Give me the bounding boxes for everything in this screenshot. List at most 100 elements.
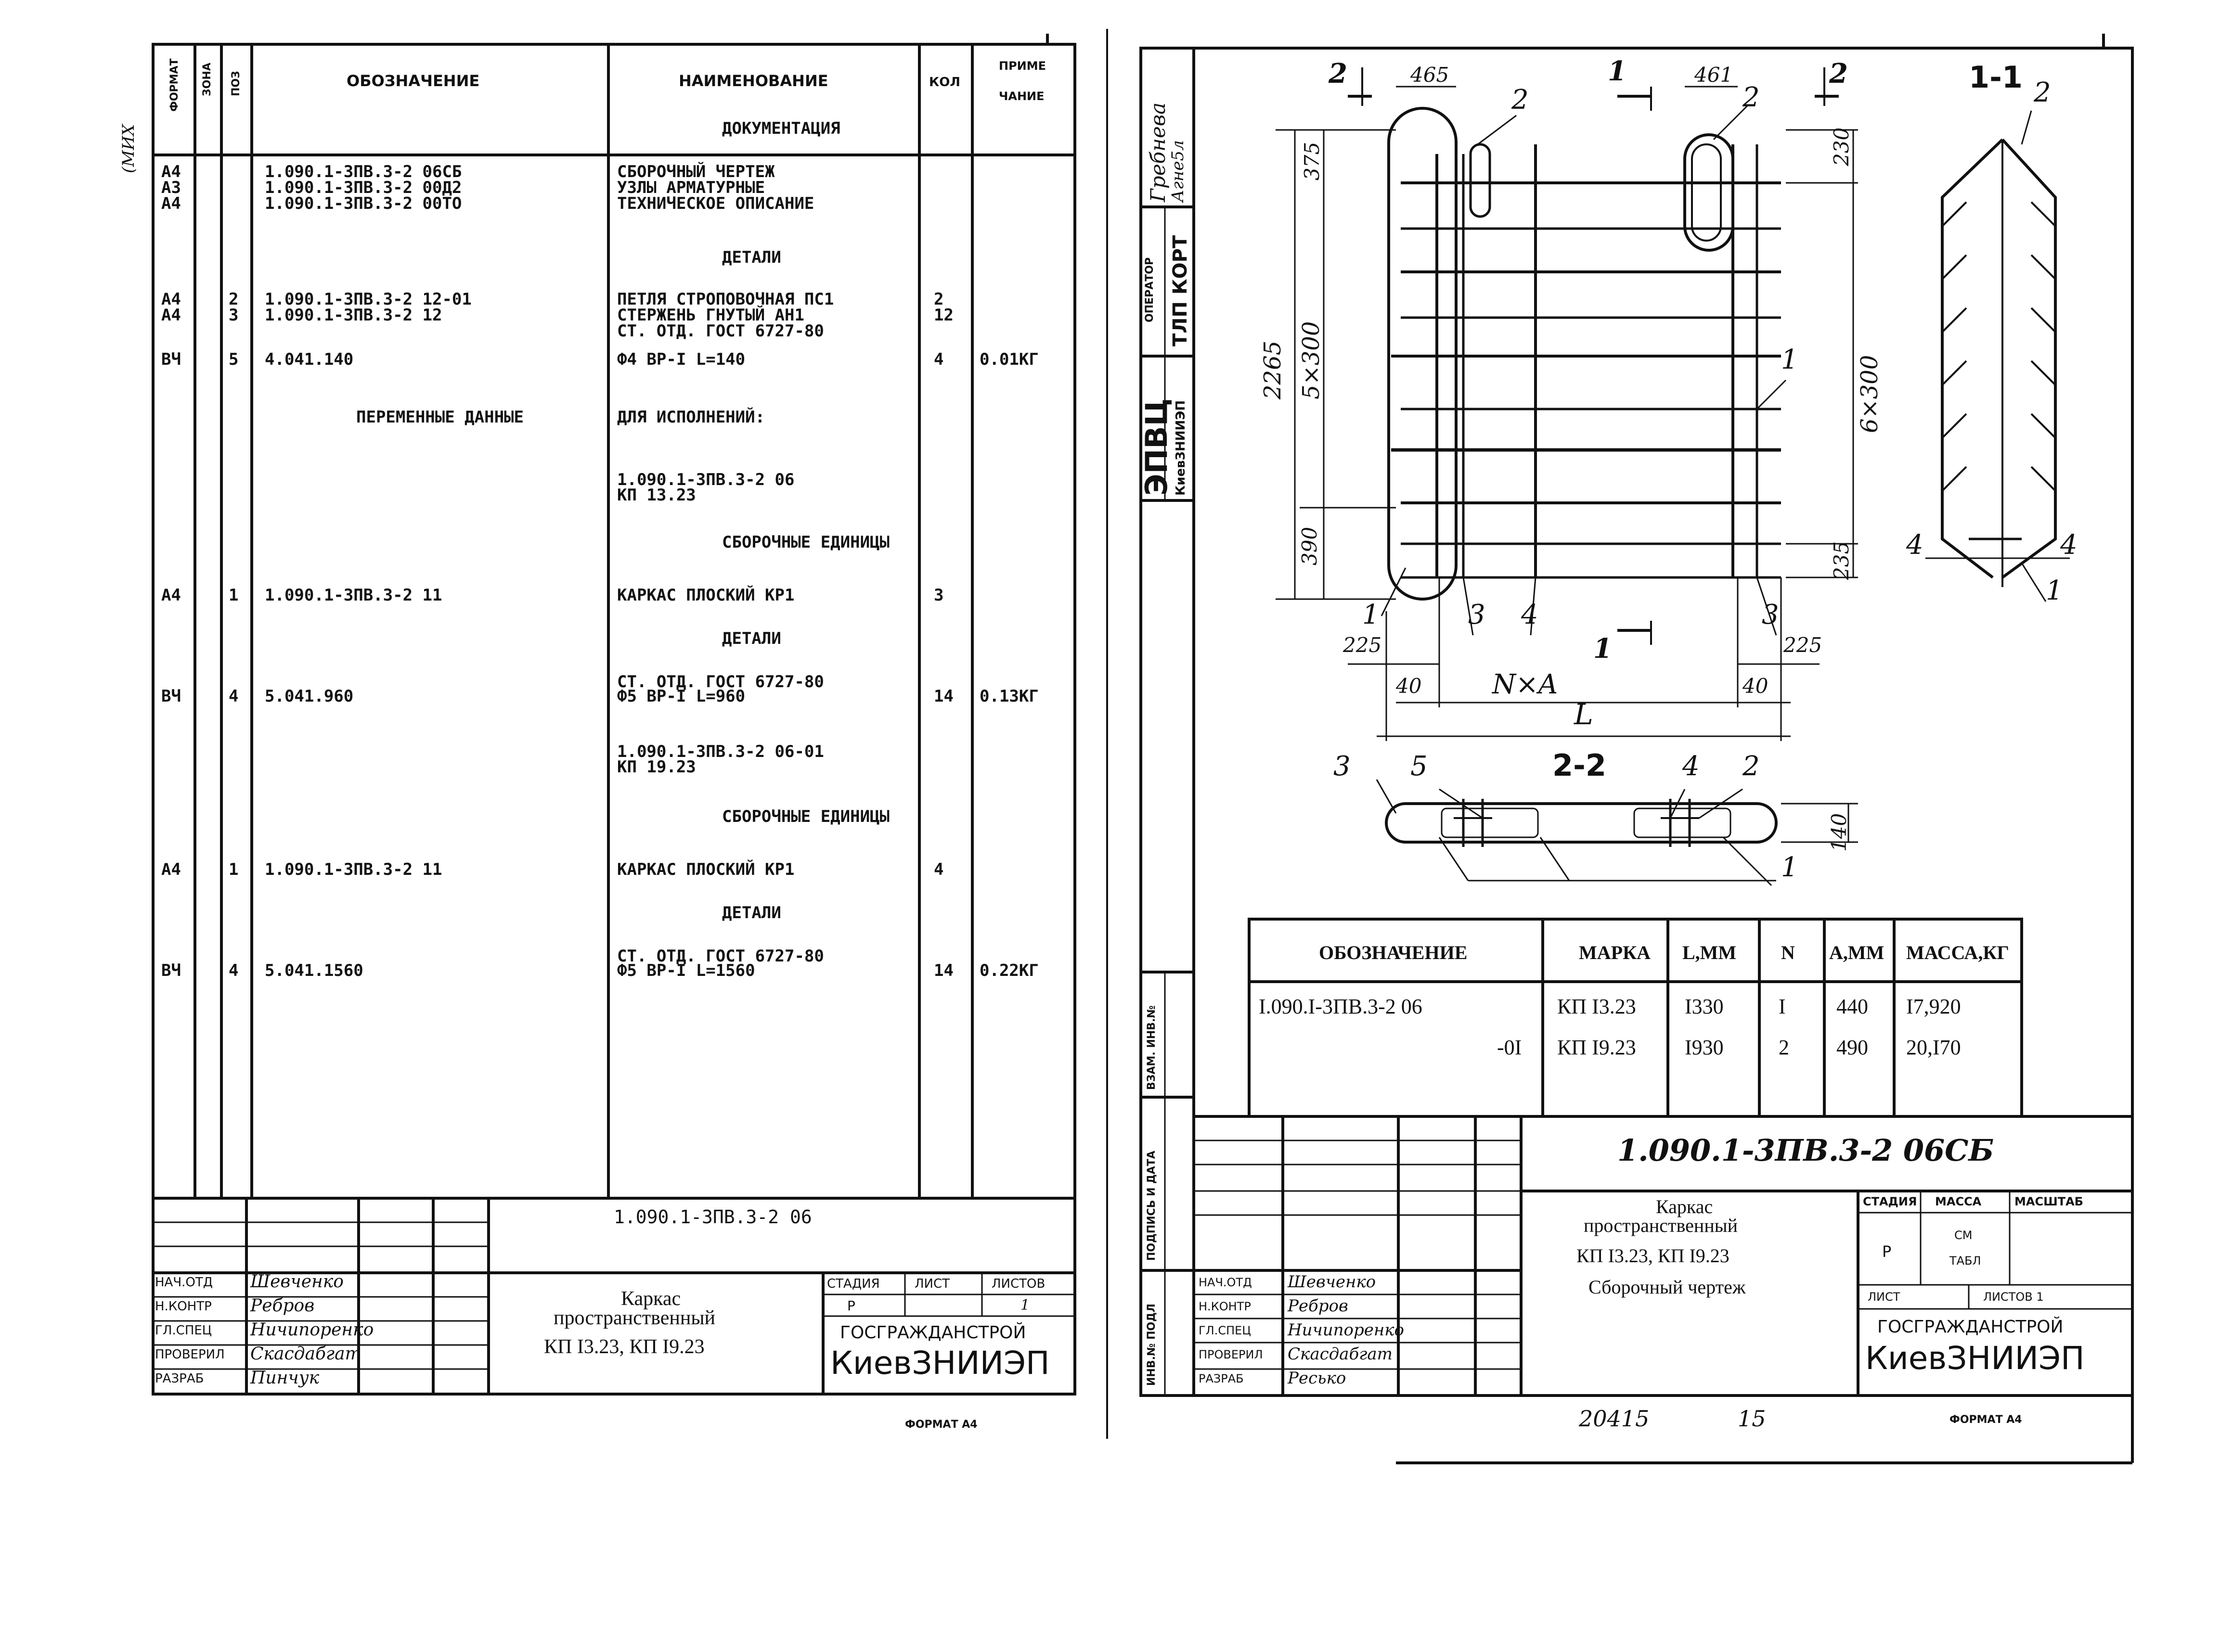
dim-40-right: 40: [1742, 674, 1768, 698]
spec-cell-oboz: 1.090.1-3ПВ.3-2 12: [265, 306, 442, 325]
section-mark-1-bottom: 1: [1593, 633, 1612, 665]
callout-2-sec11: 2: [2034, 77, 2051, 108]
signature-role: НАЧ.ОТД: [1199, 1276, 1252, 1289]
section-1-1: [1925, 110, 2070, 602]
dim-235: 235: [1830, 541, 1853, 580]
variants-header: ОБОЗНАЧЕНИЕ: [1319, 942, 1468, 963]
variants-cell: 440: [1836, 995, 1868, 1018]
left-org-1: ГОСГРАЖДАНСТРОЙ: [840, 1323, 1026, 1343]
spec-cell-oboz: 1.090.1-3ПВ.3-2 12-01: [265, 290, 472, 309]
signature-role: Н.КОНТР: [1199, 1300, 1251, 1313]
left-format: ФОРМАТ А4: [905, 1419, 978, 1431]
spec-cell-fmt: ВЧ: [161, 961, 181, 980]
spec-cell-name: СБОРОЧНЫЙ ЧЕРТЕЖ: [617, 162, 775, 181]
variants-header: N: [1781, 942, 1795, 963]
dim-461: 461: [1694, 63, 1733, 87]
spec-cell-kol: 2: [934, 290, 944, 309]
left-org-2: КиевЗНИИЭП: [830, 1345, 1050, 1382]
section-2-2: [1376, 779, 1858, 886]
spec-cell-name: СТ. ОТД. ГОСТ 6727-80: [617, 947, 824, 966]
spec-cell-pos: 1: [229, 860, 239, 879]
signature-role: РАЗРАБ: [155, 1371, 204, 1386]
signature-role: ГЛ.СПЕЦ: [155, 1323, 212, 1338]
dim-225-right: 225: [1783, 633, 1822, 657]
callout-3-elev-right: 3: [1762, 599, 1779, 630]
spec-cell-name: УЗЛЫ АРМАТУРНЫЕ: [617, 178, 765, 197]
spec-cell-name: СТ. ОТД. ГОСТ 6727-80: [617, 672, 824, 692]
variants-cell: 20,I70: [1906, 1036, 1961, 1059]
dim-40-left: 40: [1396, 674, 1422, 698]
right-massa-value-2: ТАБЛ: [1949, 1254, 1981, 1268]
variants-cell: КП I9.23: [1557, 1036, 1636, 1059]
spec-cell-prim: 0.22КГ: [980, 961, 1039, 980]
left-title-name-1: Каркас: [621, 1288, 681, 1310]
spec-cell-prim: 0.13КГ: [980, 687, 1039, 706]
right-massa-label: МАССА: [1935, 1195, 1982, 1208]
callout-1-elev-right: 1: [1781, 344, 1798, 375]
dim-140: 140: [1827, 813, 1851, 852]
right-title-name-2: пространственный: [1584, 1215, 1738, 1236]
left-list-label: ЛИСТ: [915, 1277, 950, 1291]
spec-cell-name: КАРКАС ПЛОСКИЙ КР1: [617, 586, 795, 605]
spec-cell-kol: 12: [934, 306, 954, 325]
signature-role: НАЧ.ОТД: [155, 1275, 213, 1290]
spec-cell-oboz: 1.090.1-3ПВ.3-2 00Д2: [265, 178, 462, 197]
spec-cell-name: ПЕТЛЯ СТРОПОВОЧНАЯ ПС1: [617, 290, 834, 309]
spec-cell-name: КП 19.23: [617, 757, 696, 777]
signature-name: Скасдабгат: [1288, 1345, 1393, 1364]
spec-cell-name: ДЛЯ ИСПОЛНЕНИЙ:: [617, 408, 765, 427]
header-oboznachenie: ОБОЗНАЧЕНИЕ: [347, 72, 480, 90]
right-title-name-4: Сборочный чертеж: [1588, 1276, 1746, 1298]
variants-cell: 2: [1779, 1036, 1789, 1059]
stamp-tlp: ТЛП КОРТ: [1169, 235, 1191, 346]
spec-cell-oboz: 1.090.1-3ПВ.3-2 11: [265, 586, 442, 605]
spec-cell-pos: 5: [229, 350, 239, 369]
signature-role: Н.КОНТР: [155, 1299, 212, 1314]
spec-cell-name: КАРКАС ПЛОСКИЙ КР1: [617, 860, 795, 879]
right-stadia-label: СТАДИЯ: [1863, 1195, 1917, 1208]
dim-5x300: 5×300: [1298, 321, 1325, 399]
signature-role: РАЗРАБ: [1199, 1372, 1244, 1385]
side-label-vzam: ВЗАМ. ИНВ.№: [1146, 1005, 1158, 1090]
dim-2265: 2265: [1259, 340, 1286, 399]
spec-cell-oboz: 4.041.140: [265, 350, 354, 369]
variants-header: МАРКА: [1579, 942, 1651, 963]
spec-cell-pos: 4: [229, 961, 239, 980]
spec-cell-name: 1.090.1-3ПВ.3-2 06: [617, 470, 795, 489]
section-mark-2-right: 2: [1829, 58, 1848, 90]
dim-390: 390: [1298, 526, 1321, 565]
callout-1-elev: 1: [1362, 599, 1380, 630]
header-prim-1: ПРИМЕ: [999, 59, 1046, 73]
spec-cell-name: ДЕТАЛИ: [722, 629, 781, 648]
spec-cell-oboz: ПЕРЕМЕННЫЕ ДАННЫЕ: [356, 408, 524, 427]
stamp-name-1: Гребнева: [1146, 102, 1170, 202]
section-title-1-1: 1-1: [1969, 60, 2023, 95]
spec-cell-oboz: 1.090.1-3ПВ.3-2 11: [265, 860, 442, 879]
callout-5-sec22: 5: [1410, 751, 1428, 782]
callout-4-elev: 4: [1521, 599, 1538, 630]
spec-cell-name: 1.090.1-3ПВ.3-2 06-01: [617, 742, 824, 761]
callout-3-sec22: 3: [1333, 751, 1351, 782]
variants-cell: I930: [1685, 1036, 1724, 1059]
spec-cell-name: ДЕТАЛИ: [722, 903, 781, 922]
signature-name: Ничипоренко: [250, 1320, 374, 1340]
dim-465: 465: [1410, 63, 1449, 87]
spec-cell-name: СБОРОЧНЫЕ ЕДИНИЦЫ: [722, 807, 890, 826]
dim-6x300: 6×300: [1856, 355, 1883, 433]
callout-3-elev-left: 3: [1468, 599, 1485, 630]
right-title-code: 1.090.1-3ПВ.3-2 06СБ: [1617, 1133, 1994, 1168]
dim-230: 230: [1830, 127, 1853, 166]
signature-role: ГЛ.СПЕЦ: [1199, 1324, 1251, 1337]
spec-cell-name: ТЕХНИЧЕСКОЕ ОПИСАНИЕ: [617, 194, 814, 213]
variants-cell: I7,920: [1906, 995, 1961, 1018]
spec-cell-kol: 14: [934, 961, 954, 980]
spec-cell-name: ДОКУМЕНТАЦИЯ: [722, 119, 840, 138]
left-listov-value: 1: [1020, 1297, 1030, 1314]
stamp-org: КиевЗНИИЭП: [1174, 400, 1188, 496]
right-org-2: КиевЗНИИЭП: [1865, 1340, 2085, 1377]
section-title-2-2: 2-2: [1552, 748, 1607, 783]
callout-1-sec11: 1: [2046, 575, 2063, 606]
spec-cell-fmt: А3: [161, 178, 181, 197]
right-listov-label: ЛИСТОВ 1: [1983, 1290, 2044, 1304]
